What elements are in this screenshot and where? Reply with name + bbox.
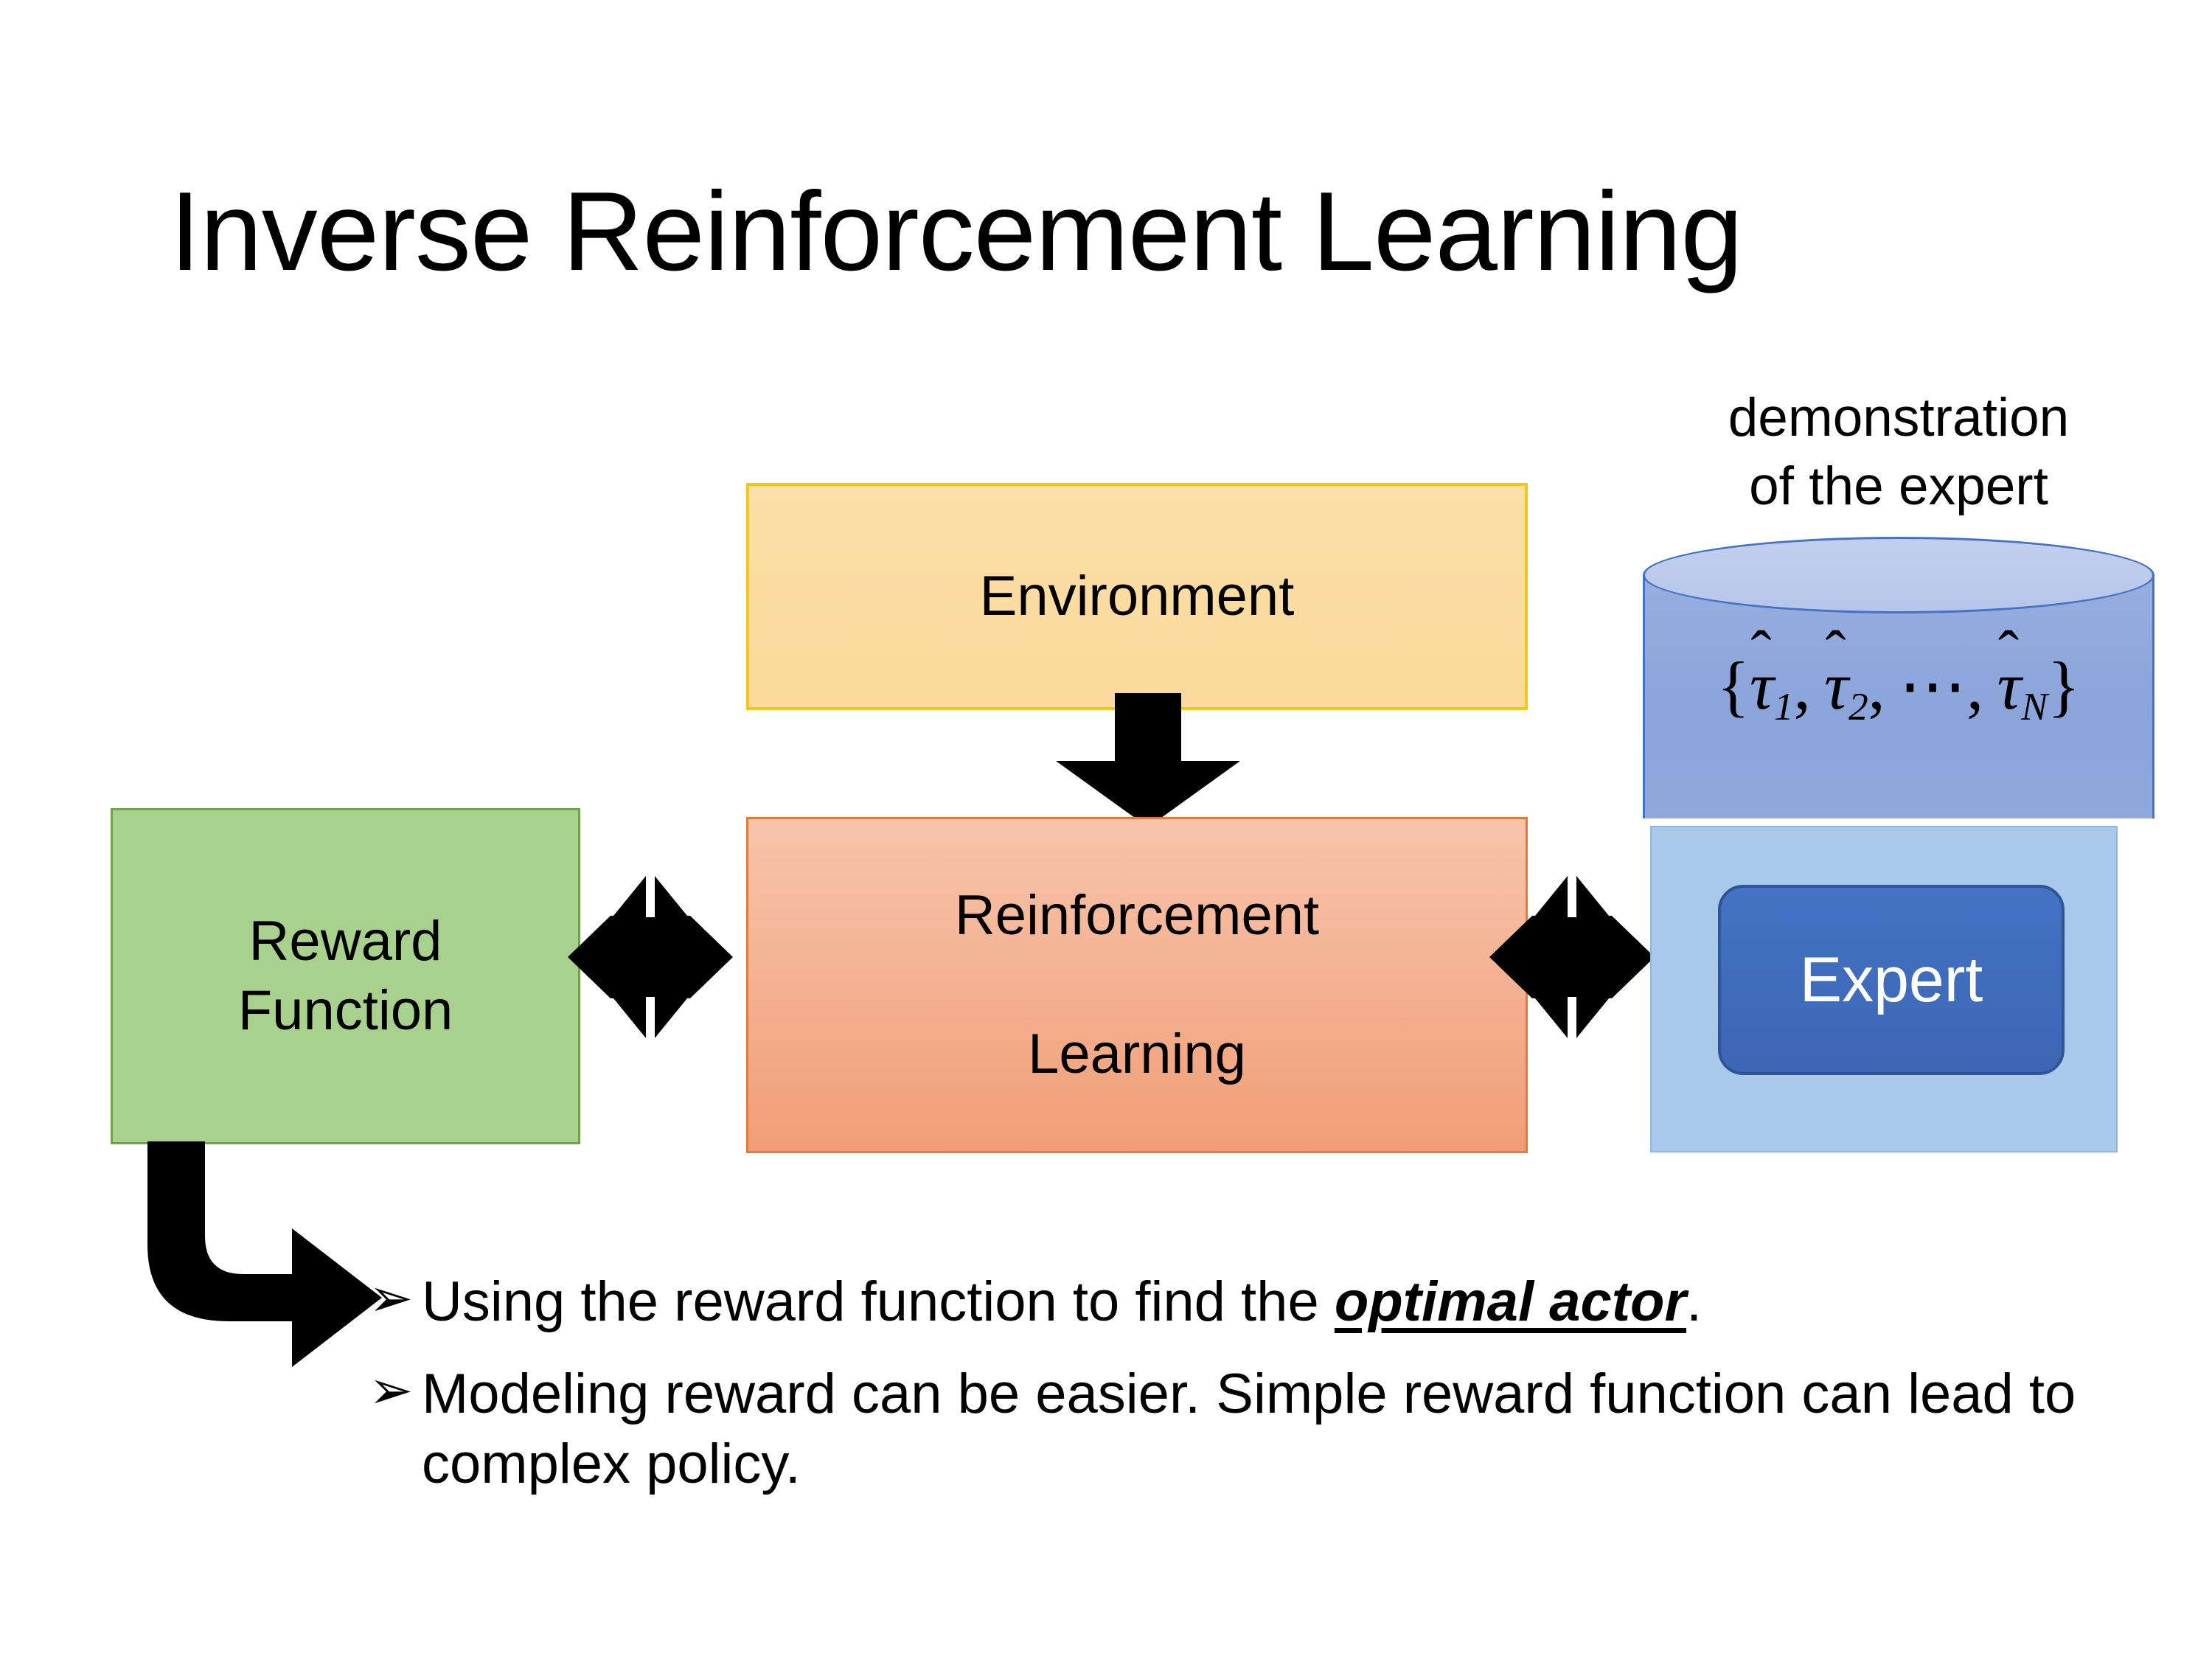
environment-label: Environment <box>979 564 1295 627</box>
bullet-1-suffix: . <box>1686 1270 1703 1333</box>
list-item: ➢ Using the reward function to find the … <box>369 1267 2087 1337</box>
comma-3: , <box>1966 648 1984 723</box>
set-open-brace: { <box>1717 648 1750 723</box>
comma-1: , <box>1793 648 1811 723</box>
bullet-marker-icon: ➢ <box>369 1269 414 1328</box>
set-close-brace: } <box>2048 648 2081 723</box>
ellipsis: ⋯ <box>1899 648 1967 723</box>
bullet-1-prefix: Using the reward function to find the <box>422 1270 1335 1333</box>
environment-to-rl-arrow-icon <box>1056 693 1240 827</box>
tau-n: τ <box>1997 648 2022 723</box>
demonstration-caption: demonstration of the expert <box>1637 383 2160 521</box>
hat-1: ̂ <box>1750 618 1773 689</box>
reinforcement-learning-box[interactable]: Reinforcement Learning <box>746 817 1528 1153</box>
cylinder-body <box>1643 575 2154 818</box>
rl-line1: Reinforcement <box>954 883 1320 947</box>
bullet-list: ➢ Using the reward function to find the … <box>369 1267 2087 1521</box>
bullet-text-1: Using the reward function to find the op… <box>422 1267 2087 1337</box>
reward-function-box[interactable]: Reward Function <box>111 808 580 1144</box>
tau-hat-1: ̂τ <box>1750 647 1774 725</box>
subscript-n: N <box>2021 684 2048 728</box>
environment-box[interactable]: Environment <box>746 483 1528 710</box>
tau-1: τ <box>1749 648 1774 723</box>
tau-hat-n: ̂τ <box>1997 647 2021 725</box>
reward-function-label: Reward Function <box>238 907 453 1046</box>
reinforcement-learning-label: Reinforcement Learning <box>955 881 1319 1090</box>
reward-function-line2: Function <box>237 979 453 1042</box>
demo-caption-line1: demonstration <box>1728 388 2070 448</box>
bullet-marker-icon: ➢ <box>369 1361 414 1420</box>
subscript-2: 2 <box>1848 684 1868 728</box>
list-item: ➢ Modeling reward can be easier. Simple … <box>369 1359 2087 1499</box>
subscript-1: 1 <box>1773 684 1794 728</box>
page-title: Inverse Reinforcement Learning <box>170 169 1743 294</box>
hat-n: ̂ <box>1997 618 2020 689</box>
rl-line2: Learning <box>1028 1023 1246 1086</box>
tau-2: τ <box>1824 648 1848 723</box>
reward-to-bullet-elbow-arrow-icon <box>147 1141 382 1367</box>
expert-label: Expert <box>1799 944 1983 1015</box>
rl-to-expert-double-arrow-icon <box>1489 874 1655 1040</box>
comma-2: , <box>1868 648 1885 723</box>
tau-hat-2: ̂τ <box>1824 647 1848 725</box>
bullet-1-emphasis: optimal actor <box>1334 1270 1687 1333</box>
reward-function-line1: Reward <box>248 909 442 973</box>
expert-box[interactable]: Expert <box>1718 885 2065 1075</box>
trajectory-set-formula: {̂τ1, ̂τ2, ⋯, ̂τN} <box>1643 646 2154 729</box>
bullet-text-2: Modeling reward can be easier. Simple re… <box>422 1363 2076 1495</box>
cylinder-top-ellipse <box>1643 537 2154 613</box>
hat-2: ̂ <box>1824 618 1847 689</box>
demonstration-cylinder[interactable]: {̂τ1, ̂τ2, ⋯, ̂τN} <box>1643 537 2154 846</box>
demo-caption-line2: of the expert <box>1749 456 2048 517</box>
reward-to-rl-double-arrow-icon <box>568 874 733 1040</box>
